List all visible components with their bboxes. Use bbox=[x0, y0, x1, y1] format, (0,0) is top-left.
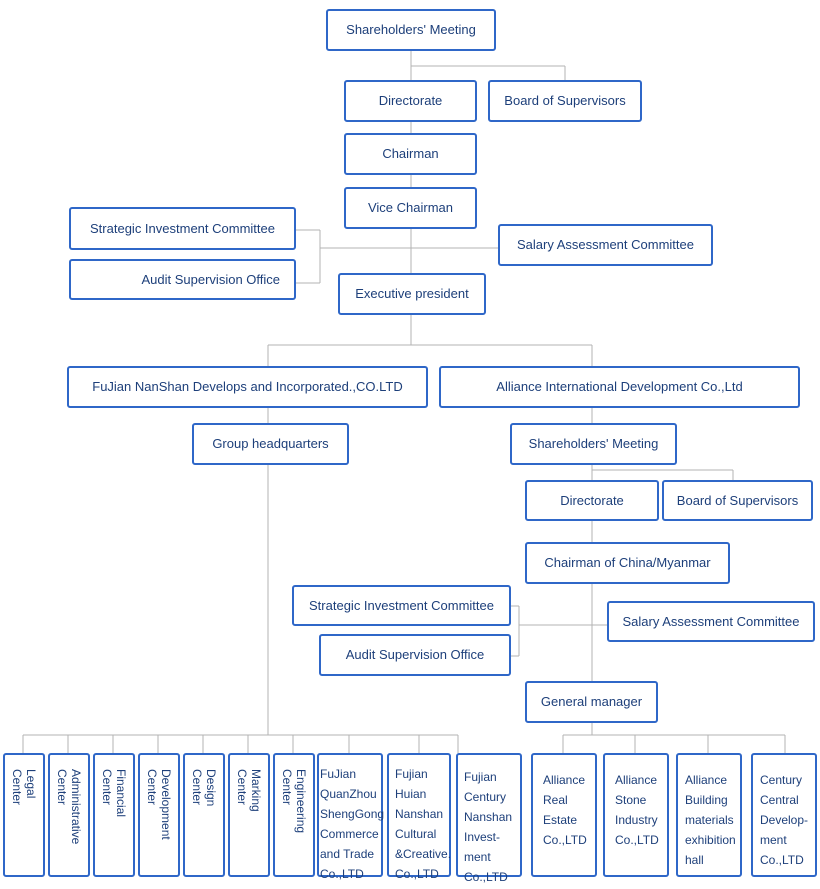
marking-center-box: Marking Center bbox=[228, 753, 270, 877]
chairman-box: Chairman bbox=[344, 133, 477, 175]
quanzhou-shenggong-box: FuJian QuanZhou ShengGong Commerce and T… bbox=[317, 753, 384, 881]
financial-center-box: Financial Center bbox=[93, 753, 135, 877]
group-headquarters-box: Group headquarters bbox=[192, 423, 349, 465]
development-center-box: Development Center bbox=[138, 753, 180, 877]
unit-label: Financial Center bbox=[100, 769, 128, 818]
board-of-supervisors-box: Board of Supervisors bbox=[488, 80, 642, 122]
alliance-stone-industry-box: Alliance Stone Industry Co.,LTD bbox=[603, 753, 669, 877]
alliance-real-estate-box: Alliance Real Estate Co.,LTD bbox=[531, 753, 597, 877]
engineering-center-box: Engineering Center bbox=[273, 753, 315, 877]
century-central-development-box: Century Central Develop- ment Co.,LTD bbox=[751, 753, 817, 877]
alliance-board-of-supervisors-box: Board of Supervisors bbox=[662, 480, 813, 521]
alliance-directorate-box: Directorate bbox=[525, 480, 659, 521]
unit-label: Engineering Center bbox=[280, 769, 308, 834]
huian-nanshan-cultural-box: Fujian Huian Nanshan Cultural &Creative.… bbox=[387, 753, 451, 881]
administrative-center-box: Administrative Center bbox=[48, 753, 90, 877]
salary-assessment-committee-box: Salary Assessment Committee bbox=[498, 224, 713, 266]
design-center-box: Design Center bbox=[183, 753, 225, 877]
alliance-audit-supervision-office-box: Audit Supervision Office bbox=[319, 634, 511, 676]
unit-label: Marking Center bbox=[235, 769, 263, 812]
executive-president-box: Executive president bbox=[338, 273, 486, 315]
legal-center-box: Legal Center bbox=[3, 753, 45, 877]
alliance-salary-assessment-committee-box: Salary Assessment Committee bbox=[607, 601, 815, 642]
century-nanshan-investment-box: Fujian Century Nanshan Invest- ment Co.,… bbox=[456, 753, 522, 884]
directorate-box: Directorate bbox=[344, 80, 477, 122]
audit-supervision-office-box: Audit Supervision Office bbox=[69, 259, 296, 300]
shareholders-meeting-box: Shareholders' Meeting bbox=[326, 9, 496, 51]
general-manager-box: General manager bbox=[525, 681, 658, 723]
fujian-nanshan-company-box: FuJian NanShan Develops and Incorporated… bbox=[67, 366, 428, 408]
unit-label: Administrative Center bbox=[55, 769, 83, 845]
vice-chairman-box: Vice Chairman bbox=[344, 187, 477, 229]
unit-label: Legal Center bbox=[10, 769, 38, 806]
alliance-strategic-investment-committee-box: Strategic Investment Committee bbox=[292, 585, 511, 626]
chairman-china-myanmar-box: Chairman of China/Myanmar bbox=[525, 542, 730, 584]
alliance-building-materials-hall-box: Alliance Building materials exhibition h… bbox=[676, 753, 742, 877]
alliance-international-company-box: Alliance International Development Co.,L… bbox=[439, 366, 800, 408]
alliance-shareholders-meeting-box: Shareholders' Meeting bbox=[510, 423, 677, 465]
unit-label: Design Center bbox=[190, 769, 218, 807]
strategic-investment-committee-box: Strategic Investment Committee bbox=[69, 207, 296, 250]
unit-label: Development Center bbox=[145, 769, 173, 840]
